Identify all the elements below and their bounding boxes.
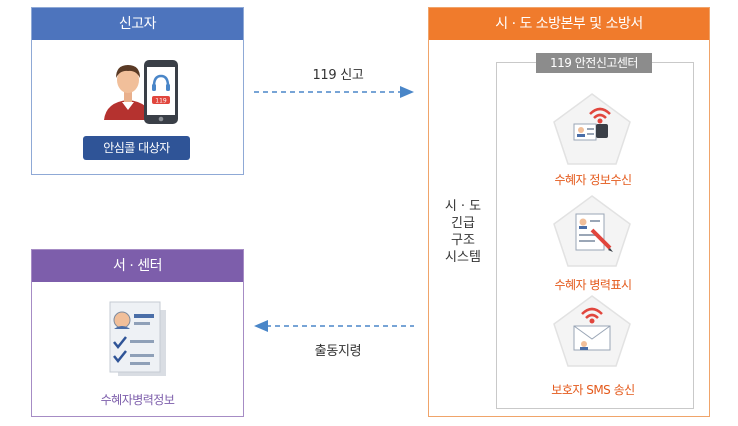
info-receive-icon xyxy=(553,93,631,165)
reporter-header: 신고자 xyxy=(32,8,243,40)
station-header: 서 · 센터 xyxy=(32,250,243,282)
system-label-line: 구조 xyxy=(451,233,475,248)
person-icon xyxy=(104,65,152,120)
step-label-info-receive: 수혜자 정보수신 xyxy=(554,173,632,187)
report-flow-label: 119 신고 xyxy=(312,68,364,83)
reporter-call-illustration: 119 xyxy=(104,60,178,124)
report-arrow xyxy=(254,86,414,98)
sms-send-icon xyxy=(553,295,631,367)
step-label-sms-send: 보호자 SMS 송신 xyxy=(551,383,635,397)
station-caption: 수혜자병력정보 xyxy=(100,393,175,407)
medical-history-display-icon xyxy=(553,195,631,267)
dispatch-arrow xyxy=(254,320,414,332)
emergency-rescue-system-label: 시 · 도 긴급 구조 시스템 xyxy=(438,198,488,266)
phone-screen-text: 119 xyxy=(155,98,167,105)
system-label-line: 시 · 도 xyxy=(444,199,482,214)
fire-hq-header: 시 · 도 소방본부 및 소방서 xyxy=(429,8,709,40)
safety-center-title: 119 안전신고센터 xyxy=(536,53,652,73)
phone-icon: 119 xyxy=(144,60,178,124)
system-label-line: 긴급 xyxy=(451,216,475,231)
medical-record-document-icon xyxy=(109,301,166,376)
step-label-medical-history: 수혜자 병력표시 xyxy=(554,278,632,292)
safe-call-target-badge: 안심콜 대상자 xyxy=(83,136,190,160)
station-center-panel: 서 · 센터 xyxy=(31,249,244,417)
system-label-line: 시스템 xyxy=(445,250,481,265)
dispatch-flow-label: 출동지령 xyxy=(314,344,362,359)
